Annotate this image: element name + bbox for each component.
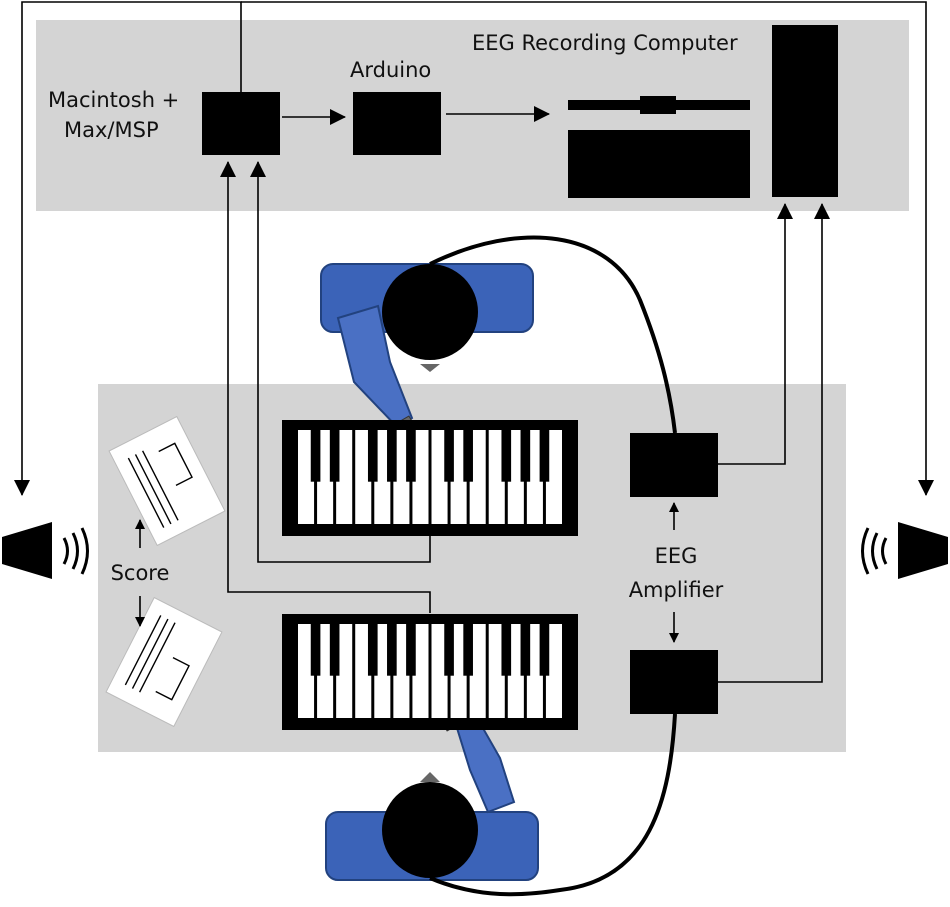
label-mac-line1: Macintosh + bbox=[48, 88, 179, 112]
sheet-music-icon bbox=[108, 415, 226, 547]
white-key bbox=[488, 430, 505, 524]
black-key bbox=[501, 430, 512, 482]
white-key bbox=[317, 430, 334, 524]
black-key bbox=[387, 624, 397, 676]
arm-top bbox=[336, 304, 414, 430]
white-key bbox=[507, 624, 524, 718]
black-key bbox=[387, 430, 397, 482]
keyboard-bottom bbox=[282, 614, 578, 730]
white-key bbox=[298, 624, 315, 718]
black-key bbox=[463, 624, 473, 676]
audio-wire-right bbox=[241, 1, 934, 496]
black-key bbox=[367, 624, 378, 676]
midi-wire-keyboard-top bbox=[250, 161, 431, 563]
eeg-computer-tower bbox=[772, 25, 838, 197]
black-key bbox=[367, 430, 378, 482]
white-key bbox=[469, 430, 486, 524]
arduino-box bbox=[353, 92, 441, 155]
black-key bbox=[406, 624, 416, 676]
white-key bbox=[393, 430, 410, 524]
eeg-computer-monitor bbox=[568, 96, 750, 198]
computer-panel bbox=[36, 20, 909, 211]
white-key bbox=[355, 624, 372, 718]
eeg-amplifier-bottom bbox=[630, 650, 718, 714]
macintosh-box bbox=[202, 92, 280, 155]
white-key bbox=[450, 624, 467, 718]
white-key bbox=[374, 624, 391, 718]
black-key bbox=[520, 430, 531, 482]
black-key bbox=[444, 430, 454, 482]
black-key bbox=[406, 430, 416, 482]
white-key bbox=[412, 430, 429, 524]
black-key bbox=[539, 624, 550, 676]
speaker-icon bbox=[861, 522, 948, 579]
white-key bbox=[545, 430, 562, 524]
electrode-cable-bottom bbox=[429, 713, 677, 897]
audio-wire-left bbox=[14, 1, 242, 496]
white-key bbox=[507, 430, 524, 524]
white-key bbox=[336, 430, 353, 524]
white-key bbox=[355, 430, 372, 524]
black-key bbox=[539, 430, 550, 482]
white-key bbox=[317, 624, 334, 718]
white-key bbox=[431, 430, 448, 524]
white-key bbox=[431, 624, 448, 718]
label-mac-line2: Max/MSP bbox=[64, 118, 159, 142]
white-key bbox=[526, 430, 543, 524]
white-key bbox=[469, 624, 486, 718]
black-key bbox=[501, 624, 512, 676]
midi-wire-keyboard-bottom bbox=[220, 161, 431, 613]
white-key bbox=[336, 624, 353, 718]
label-eeg-amplifier-line2: Amplifier bbox=[629, 578, 724, 602]
white-key bbox=[412, 624, 429, 718]
electrode-cable-top bbox=[429, 235, 677, 434]
label-score: Score bbox=[111, 561, 170, 585]
sheet-music-icon bbox=[105, 596, 223, 728]
eeg-amplifier-top bbox=[630, 433, 718, 497]
black-key bbox=[310, 430, 321, 482]
white-key bbox=[526, 624, 543, 718]
eeg-wire-amp-top bbox=[718, 203, 793, 465]
white-key bbox=[545, 624, 562, 718]
white-key bbox=[488, 624, 505, 718]
speaker-icon bbox=[2, 522, 89, 579]
white-key bbox=[298, 430, 315, 524]
white-key bbox=[450, 430, 467, 524]
black-key bbox=[329, 624, 340, 676]
keyboard-top bbox=[282, 420, 578, 536]
black-key bbox=[520, 624, 531, 676]
black-key bbox=[329, 430, 340, 482]
head-top bbox=[382, 264, 478, 360]
label-eeg-computer: EEG Recording Computer bbox=[472, 31, 738, 55]
black-key bbox=[444, 624, 454, 676]
white-key bbox=[374, 430, 391, 524]
white-key bbox=[393, 624, 410, 718]
black-key bbox=[463, 430, 473, 482]
black-key bbox=[310, 624, 321, 676]
eeg-wire-amp-bottom bbox=[718, 203, 830, 683]
label-arduino: Arduino bbox=[350, 58, 431, 82]
head-bottom bbox=[382, 782, 478, 878]
label-eeg-amplifier-line1: EEG bbox=[655, 544, 698, 568]
